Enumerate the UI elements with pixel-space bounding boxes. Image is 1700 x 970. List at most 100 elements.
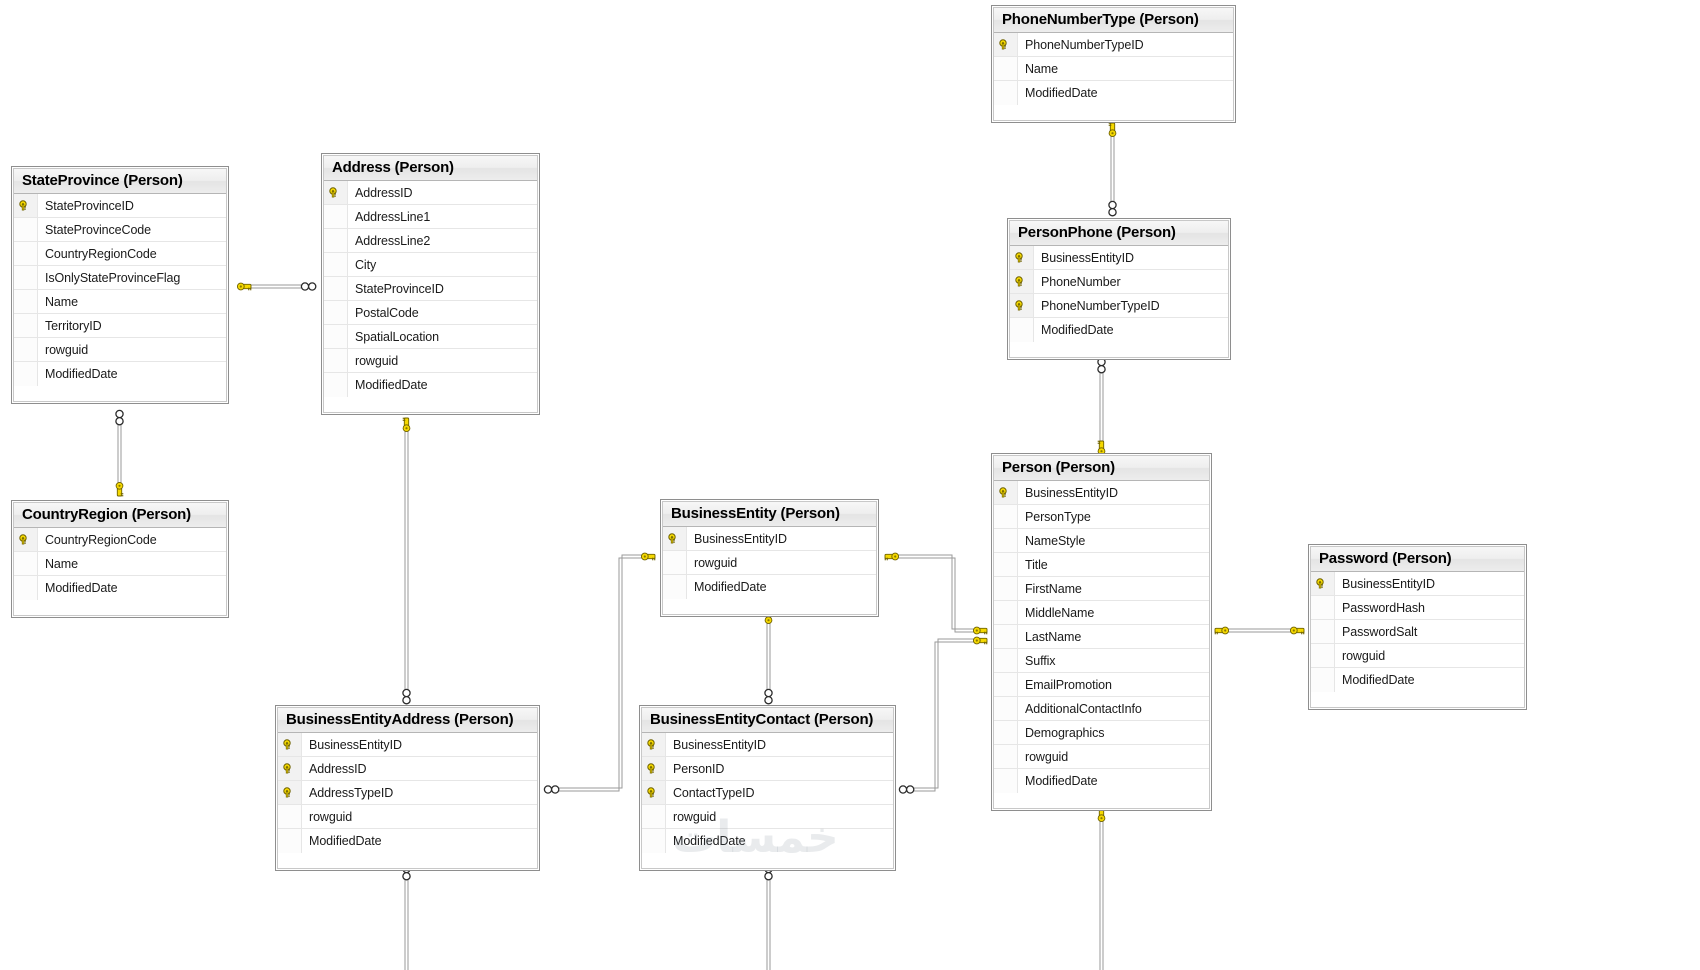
column-row[interactable]: ModifiedDate — [14, 576, 226, 600]
column-row[interactable]: AddressID — [278, 757, 537, 781]
column-gutter — [324, 301, 348, 324]
column-row[interactable]: ModifiedDate — [663, 575, 876, 599]
column-row[interactable]: rowguid — [1311, 644, 1524, 668]
column-row[interactable]: NameStyle — [994, 529, 1209, 553]
column-row[interactable]: BusinessEntityID — [994, 481, 1209, 505]
column-row[interactable]: BusinessEntityID — [278, 733, 537, 757]
column-row[interactable]: IsOnlyStateProvinceFlag — [14, 266, 226, 290]
column-row[interactable]: CountryRegionCode — [14, 242, 226, 266]
column-row[interactable]: Suffix — [994, 649, 1209, 673]
column-row[interactable]: LastName — [994, 625, 1209, 649]
column-row[interactable]: SpatialLocation — [324, 325, 537, 349]
table-title-stateprovince[interactable]: StateProvince (Person) — [14, 169, 226, 194]
column-row[interactable]: ModifiedDate — [642, 829, 893, 853]
column-row[interactable]: FirstName — [994, 577, 1209, 601]
column-row[interactable]: ModifiedDate — [1010, 318, 1228, 342]
column-row[interactable]: PasswordHash — [1311, 596, 1524, 620]
column-row[interactable]: rowguid — [14, 338, 226, 362]
column-row[interactable]: ContactTypeID — [642, 781, 893, 805]
table-title-businessentity[interactable]: BusinessEntity (Person) — [663, 502, 876, 527]
table-footer-filler — [994, 105, 1233, 120]
column-row[interactable]: Name — [994, 57, 1233, 81]
column-row[interactable]: PersonID — [642, 757, 893, 781]
column-gutter — [663, 575, 687, 599]
column-name: BusinessEntityID — [673, 737, 766, 752]
column-gutter — [1311, 620, 1335, 643]
table-title-businessentitycontact[interactable]: BusinessEntityContact (Person) — [642, 708, 893, 733]
primary-key-icon — [642, 781, 666, 804]
column-row[interactable]: Name — [14, 290, 226, 314]
column-row[interactable]: City — [324, 253, 537, 277]
column-row[interactable]: PhoneNumberTypeID — [994, 33, 1233, 57]
column-name: AddressID — [355, 185, 413, 200]
table-personphone[interactable]: PersonPhone (Person)BusinessEntityID Phon… — [1007, 218, 1231, 360]
column-row[interactable]: ModifiedDate — [324, 373, 537, 397]
column-row[interactable]: rowguid — [278, 805, 537, 829]
column-row[interactable]: ModifiedDate — [278, 829, 537, 853]
column-name: PasswordHash — [1342, 600, 1425, 615]
column-row[interactable]: StateProvinceID — [324, 277, 537, 301]
column-row[interactable]: ModifiedDate — [994, 769, 1209, 793]
table-phonenumbertype[interactable]: PhoneNumberType (Person)PhoneNumberTypeI… — [991, 5, 1236, 123]
column-name: ModifiedDate — [309, 834, 382, 848]
table-title-personphone[interactable]: PersonPhone (Person) — [1010, 221, 1228, 246]
column-row[interactable]: BusinessEntityID — [642, 733, 893, 757]
column-row[interactable]: ModifiedDate — [1311, 668, 1524, 692]
column-row[interactable]: BusinessEntityID — [663, 527, 876, 551]
column-row[interactable]: BusinessEntityID — [1010, 246, 1228, 270]
column-row[interactable]: ModifiedDate — [994, 81, 1233, 105]
column-row[interactable]: StateProvinceID — [14, 194, 226, 218]
table-businessentityaddress[interactable]: BusinessEntityAddress (Person)BusinessEn… — [275, 705, 540, 871]
table-title-countryregion[interactable]: CountryRegion (Person) — [14, 503, 226, 528]
column-row[interactable]: PostalCode — [324, 301, 537, 325]
table-businessentitycontact[interactable]: BusinessEntityContact (Person) BusinessEn… — [639, 705, 896, 871]
table-footer-filler — [994, 793, 1209, 808]
column-row[interactable]: rowguid — [994, 745, 1209, 769]
column-row[interactable]: EmailPromotion — [994, 673, 1209, 697]
table-title-password[interactable]: Password (Person) — [1311, 547, 1524, 572]
column-row[interactable]: PhoneNumberTypeID — [1010, 294, 1228, 318]
table-footer-filler — [14, 600, 226, 615]
column-name: PostalCode — [355, 305, 419, 320]
column-row[interactable]: rowguid — [324, 349, 537, 373]
column-row[interactable]: AddressLine1 — [324, 205, 537, 229]
column-name: BusinessEntityID — [1342, 576, 1435, 591]
column-row[interactable]: TerritoryID — [14, 314, 226, 338]
table-password[interactable]: Password (Person) BusinessEntityID Passwor… — [1308, 544, 1527, 710]
column-row[interactable]: rowguid — [663, 551, 876, 575]
column-row[interactable]: PasswordSalt — [1311, 620, 1524, 644]
column-row[interactable]: PhoneNumber — [1010, 270, 1228, 294]
column-row[interactable]: CountryRegionCode — [14, 528, 226, 552]
table-title-phonenumbertype[interactable]: PhoneNumberType (Person) — [994, 8, 1233, 33]
column-row[interactable]: AddressTypeID — [278, 781, 537, 805]
table-title-businessentityaddress[interactable]: BusinessEntityAddress (Person) — [278, 708, 537, 733]
table-inner: PhoneNumberType (Person)PhoneNumberTypeI… — [993, 7, 1234, 121]
column-gutter — [1311, 668, 1335, 692]
column-row[interactable]: Title — [994, 553, 1209, 577]
column-name: PersonID — [673, 761, 725, 776]
column-row[interactable]: PersonType — [994, 505, 1209, 529]
column-row[interactable]: Demographics — [994, 721, 1209, 745]
column-row[interactable]: MiddleName — [994, 601, 1209, 625]
column-row[interactable]: BusinessEntityID — [1311, 572, 1524, 596]
table-title-person[interactable]: Person (Person) — [994, 456, 1209, 481]
column-row[interactable]: rowguid — [642, 805, 893, 829]
column-row[interactable]: AdditionalContactInfo — [994, 697, 1209, 721]
column-name: AddressID — [309, 761, 367, 776]
column-row[interactable]: Name — [14, 552, 226, 576]
column-name: PhoneNumber — [1041, 274, 1121, 289]
column-row[interactable]: ModifiedDate — [14, 362, 226, 386]
table-title-address[interactable]: Address (Person) — [324, 156, 537, 181]
column-row[interactable]: StateProvinceCode — [14, 218, 226, 242]
column-name: PhoneNumberTypeID — [1041, 298, 1160, 313]
column-row[interactable]: AddressID — [324, 181, 537, 205]
column-row[interactable]: AddressLine2 — [324, 229, 537, 253]
